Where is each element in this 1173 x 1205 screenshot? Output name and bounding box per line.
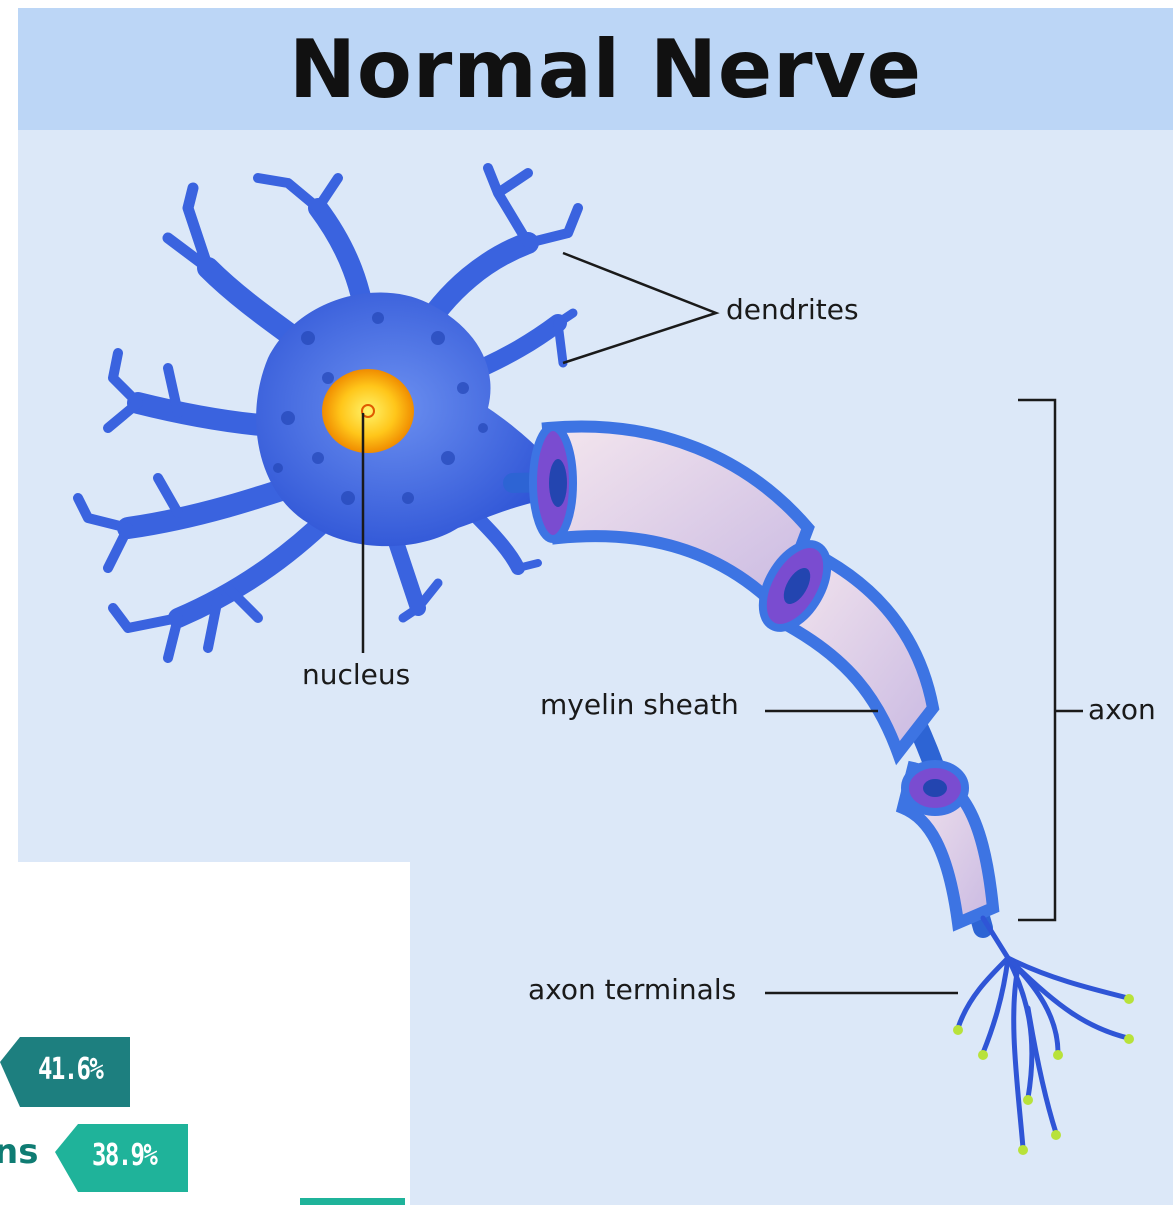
nucleus-label: nucleus — [302, 658, 410, 691]
terminal-tips — [953, 994, 1134, 1155]
myelin-segments — [533, 426, 993, 923]
tag-3-shape — [300, 1198, 405, 1205]
overlay-chart-fragment: 41.6% 38.9% ns — [0, 862, 410, 1205]
partial-label: ns — [0, 1132, 38, 1172]
tag-1-text: 41.6% — [38, 1052, 102, 1087]
overlay-tags — [0, 862, 410, 1205]
myelin-sheath-label: myelin sheath — [540, 688, 739, 721]
nucleus-shape — [322, 369, 414, 453]
tag-2-text: 38.9% — [92, 1138, 156, 1173]
axon-terminals — [958, 918, 1128, 1148]
axon-label: axon — [1088, 693, 1156, 726]
dendrites-label: dendrites — [726, 293, 859, 326]
axon-terminals-label: axon terminals — [528, 973, 736, 1006]
